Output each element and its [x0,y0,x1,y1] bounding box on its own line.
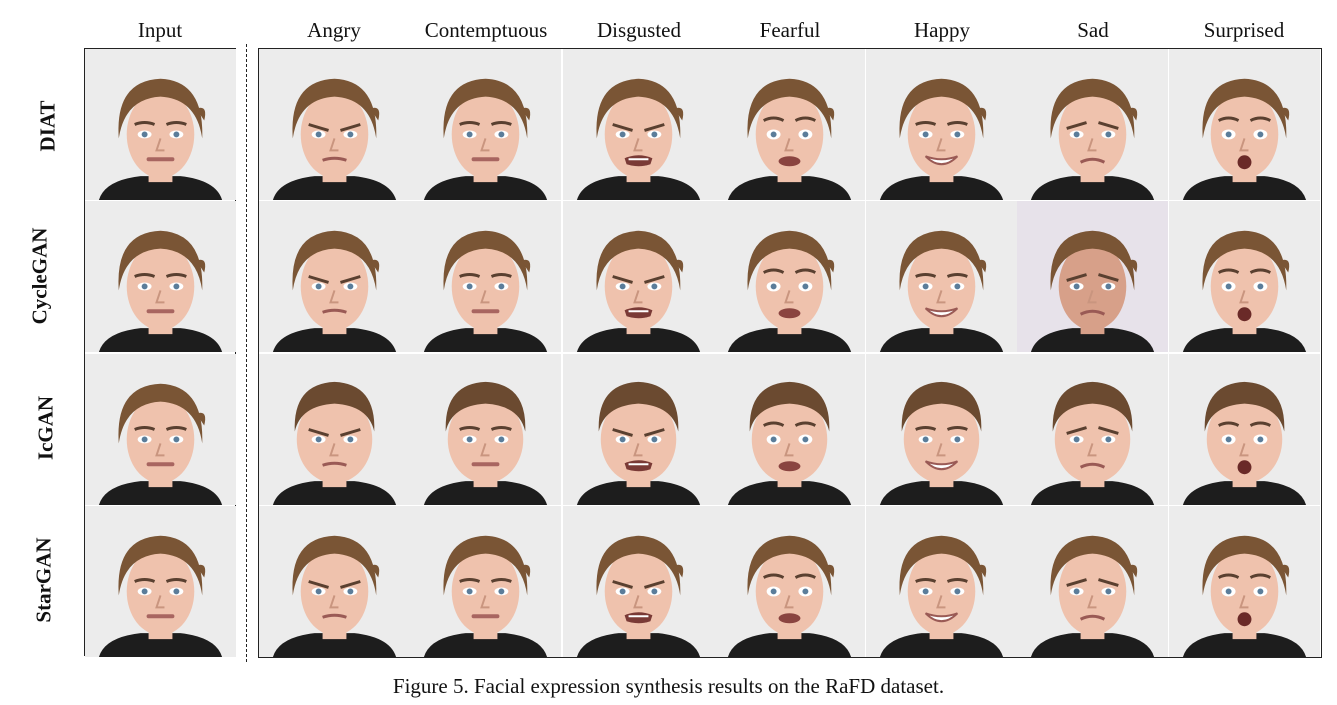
row-label-cyclegan: CycleGAN [27,227,52,325]
face-image [563,354,714,505]
col-header-sad: Sad [1077,18,1109,42]
col-header-angry: Angry [307,18,361,42]
face-image [1169,506,1320,657]
row-label-icgan: IcGAN [33,395,58,461]
face-image [259,354,410,505]
col-header-input: Input [137,18,183,42]
col-header-fearful: Fearful [759,18,821,42]
face-image [714,354,865,505]
face-image [714,201,865,352]
face-image [85,201,236,352]
face-image [1017,201,1168,352]
face-image [410,49,561,200]
face-image [563,49,714,200]
face-image [866,354,1017,505]
face-image [1017,354,1168,505]
face-image [563,506,714,657]
face-image [410,506,561,657]
row-label-diat: DIAT [35,100,60,152]
face-image [410,354,561,505]
row-label-stargan: StarGAN [31,537,56,623]
col-header-contemptuous: Contemptuous [424,18,548,42]
face-image [866,201,1017,352]
face-image [1017,506,1168,657]
face-image [714,49,865,200]
col-header-disgusted: Disgusted [597,18,681,42]
face-image [714,506,865,657]
face-image [259,506,410,657]
col-header-happy: Happy [914,18,970,42]
results-grid-frame [258,48,1322,658]
face-image [85,49,236,200]
face-image [259,201,410,352]
figure-caption: Figure 5. Facial expression synthesis re… [392,674,945,698]
face-image [866,49,1017,200]
face-image [85,354,236,505]
face-image [1169,201,1320,352]
face-image [410,201,561,352]
face-image [1017,49,1168,200]
face-image [1169,49,1320,200]
face-image [85,506,236,657]
separator-line [246,44,247,662]
face-image [563,201,714,352]
face-image [259,49,410,200]
face-image [1169,354,1320,505]
col-header-surprised: Surprised [1203,18,1285,42]
face-image [866,506,1017,657]
